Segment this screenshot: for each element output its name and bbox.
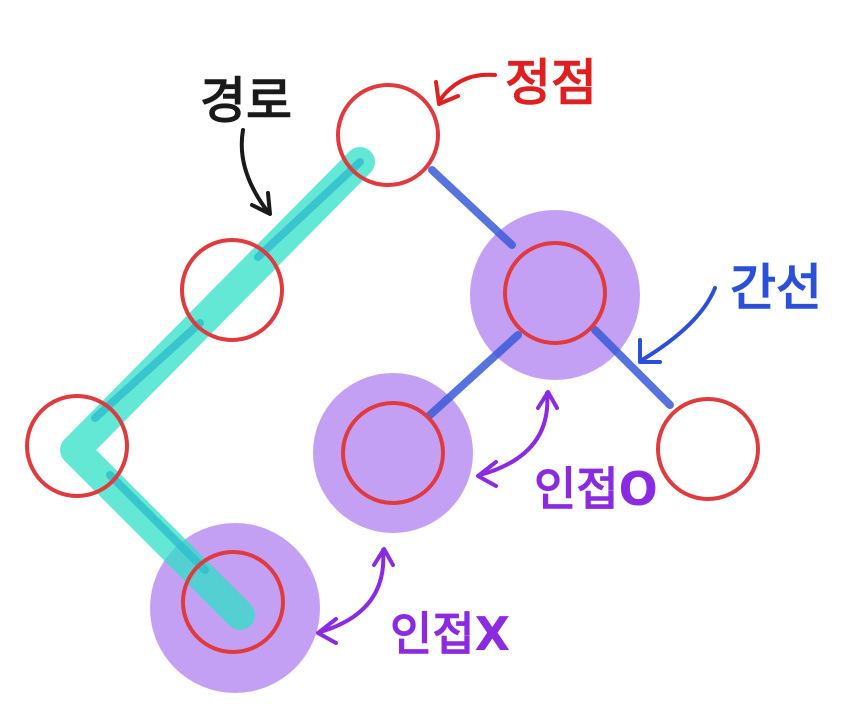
edge-right-middle (426, 331, 522, 419)
adjacent-no-label: 인접X (390, 607, 510, 661)
vertex-leftmost (25, 394, 129, 498)
vertex-arrow-head (434, 80, 460, 106)
vertex-label: 정점 (505, 54, 597, 112)
edge-right-rightleaf (591, 326, 674, 409)
adjacent-no-arrow (318, 548, 386, 634)
adjacent-no-arrow-head-bottom (316, 617, 338, 645)
path-label: 경로 (200, 72, 292, 130)
vertices (25, 83, 760, 654)
highlighted-path (60, 147, 375, 630)
vertex-left (180, 238, 284, 342)
vertex-middle (341, 401, 445, 505)
edge-root-right (428, 166, 516, 249)
adjacent-yes-arrow-head-top (536, 390, 559, 410)
adjacent-no-arrow-head-top (372, 547, 395, 567)
vertex-bottom (181, 550, 285, 654)
annotation-arrows (239, 72, 717, 645)
vertex-arrow (438, 72, 497, 102)
vertex-root (336, 83, 440, 187)
edge-label: 간선 (730, 259, 822, 317)
adjacent-yes-arrow (478, 391, 550, 477)
vertex-right-leaf (656, 397, 760, 501)
adjacent-yes-label: 인접O (534, 462, 658, 516)
path-arrow-head (250, 191, 272, 216)
annotation-labels: 경로 정점 간선 인접O 인접X (200, 54, 822, 661)
edge-arrow-head (638, 338, 662, 364)
adjacent-yes-arrow-head-bottom (476, 460, 498, 488)
path-arrow (239, 128, 270, 214)
vertex-right (503, 241, 607, 345)
edge-arrow (640, 286, 717, 362)
